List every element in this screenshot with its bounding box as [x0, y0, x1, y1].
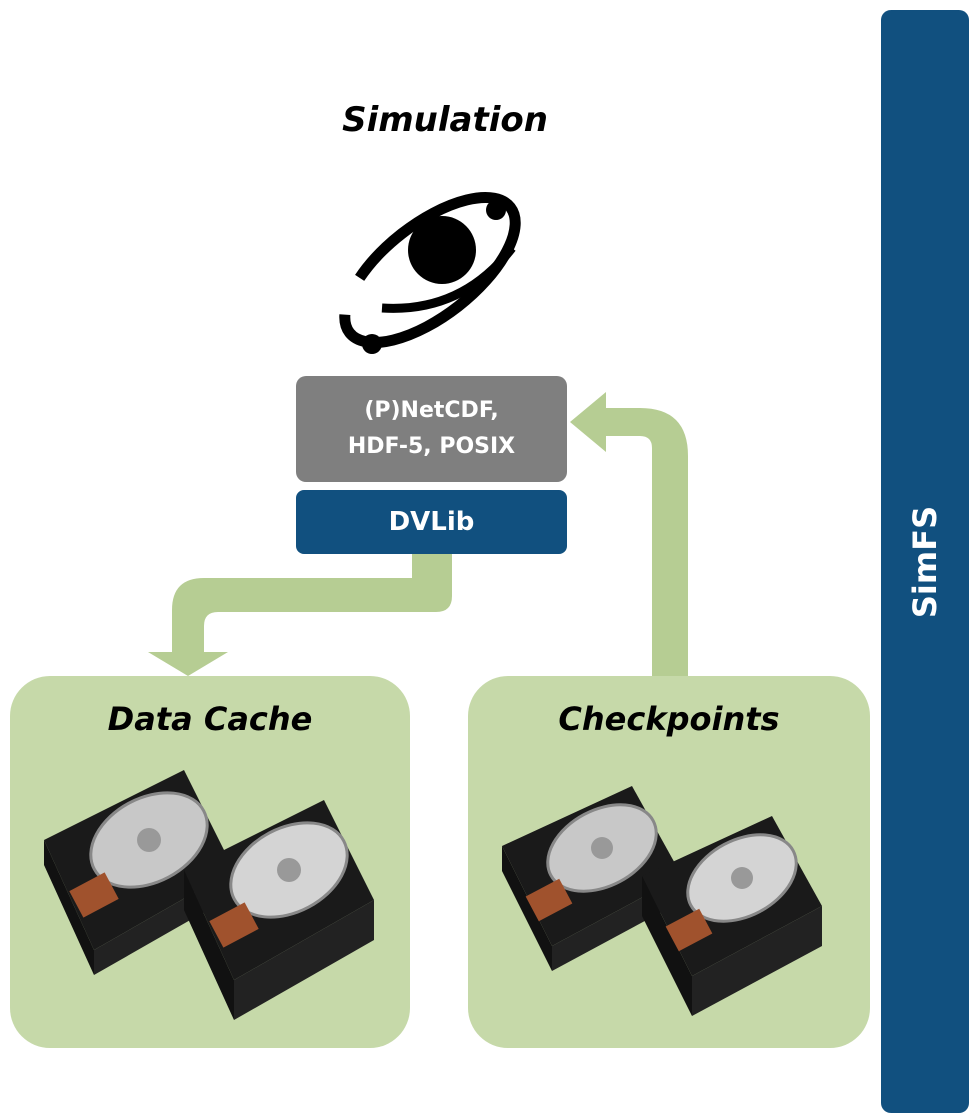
- data-cache-label: Data Cache: [107, 700, 313, 738]
- dvlib-label: DVLib: [388, 507, 475, 537]
- orbit-logo-icon: [339, 191, 521, 354]
- hard-drive-stack-icon: [44, 770, 374, 1020]
- arrow-from-checkpoints: [570, 392, 688, 688]
- checkpoints-store: Checkpoints: [468, 676, 870, 1048]
- simfs-panel: SimFS: [881, 10, 969, 1113]
- data-cache-store: Data Cache: [10, 676, 410, 1048]
- dvlib-box: DVLib: [296, 490, 567, 554]
- arrow-to-data-cache: [148, 554, 452, 676]
- hard-drive-stack-icon: [502, 786, 822, 1016]
- io-line-1: (P)NetCDF,: [364, 398, 499, 423]
- io-library-box: (P)NetCDF, HDF-5, POSIX: [296, 376, 567, 482]
- checkpoints-label: Checkpoints: [558, 700, 780, 738]
- simulation-title: Simulation: [342, 100, 548, 140]
- simfs-label: SimFS: [906, 505, 944, 618]
- io-line-2: HDF-5, POSIX: [347, 434, 516, 459]
